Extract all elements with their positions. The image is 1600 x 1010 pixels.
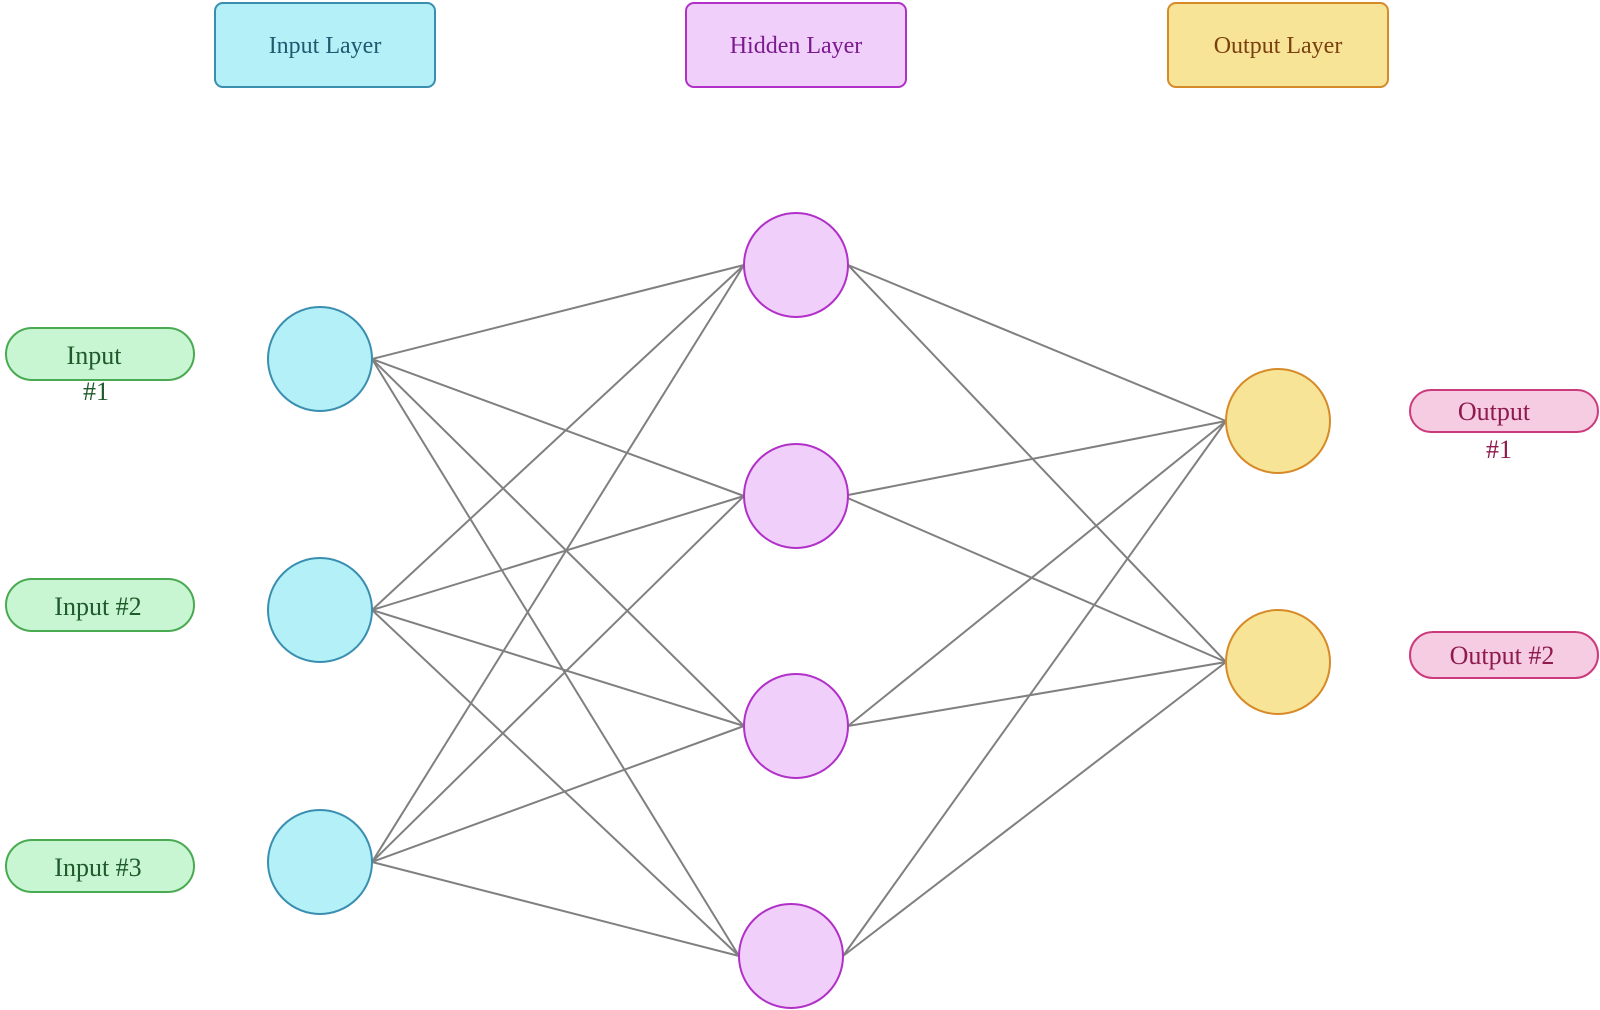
connection-edge — [371, 725, 745, 863]
connection-edge — [371, 358, 745, 497]
connection-edge — [371, 264, 745, 611]
connection-edge — [371, 495, 745, 611]
input-layer-title-box: Input Layer — [214, 2, 436, 88]
connection-edge — [847, 264, 1227, 422]
output-node — [1225, 368, 1331, 474]
output-label-1: Output #1 — [1409, 389, 1599, 464]
connection-edge — [371, 609, 745, 727]
output-label-1-text: Output — [1458, 397, 1531, 426]
connection-edge — [842, 661, 1227, 957]
input-label-3-text: Input #3 — [54, 853, 141, 882]
hidden-node — [743, 212, 849, 318]
hidden-output-connections — [842, 264, 1227, 957]
connection-edge — [847, 420, 1227, 727]
hidden-layer-title-box: Hidden Layer — [685, 2, 907, 88]
output-layer-title-box: Output Layer — [1167, 2, 1389, 88]
output-label-2-text: Output #2 — [1450, 641, 1555, 670]
connection-edge — [371, 264, 745, 360]
input-label-2: Input #2 — [5, 578, 195, 632]
connection-edge — [371, 358, 740, 957]
connection-edge — [371, 358, 745, 727]
hidden-node — [738, 903, 844, 1009]
connection-edge — [371, 609, 740, 957]
output-label-2: Output #2 — [1409, 631, 1599, 679]
connection-edge — [371, 495, 745, 863]
input-hidden-connections — [371, 264, 745, 957]
input-layer-nodes — [267, 306, 373, 915]
input-layer-title: Input Layer — [269, 33, 382, 59]
hidden-layer-title: Hidden Layer — [730, 33, 863, 59]
output-layer-nodes — [1225, 368, 1331, 715]
input-node — [267, 557, 373, 663]
connection-edge — [847, 264, 1227, 663]
hidden-node — [743, 673, 849, 779]
connection-edge — [842, 420, 1227, 497]
output-label-1-number: #1 — [1486, 435, 1512, 464]
input-label-1-text: Input — [67, 341, 123, 370]
hidden-node — [743, 443, 849, 549]
output-layer-title: Output Layer — [1214, 33, 1343, 59]
connection-edge — [842, 420, 1227, 957]
hidden-layer-nodes — [738, 212, 849, 1009]
input-label-1-number: #1 — [83, 377, 109, 406]
connection-edge — [371, 861, 740, 957]
connection-edge — [371, 264, 745, 863]
connection-edge — [847, 661, 1227, 727]
input-node — [267, 306, 373, 412]
input-node — [267, 809, 373, 915]
connection-edge — [842, 495, 1227, 663]
output-node — [1225, 609, 1331, 715]
input-label-2-text: Input #2 — [54, 592, 141, 621]
input-label-3: Input #3 — [5, 839, 195, 893]
input-label-1: Input #1 — [5, 327, 195, 406]
